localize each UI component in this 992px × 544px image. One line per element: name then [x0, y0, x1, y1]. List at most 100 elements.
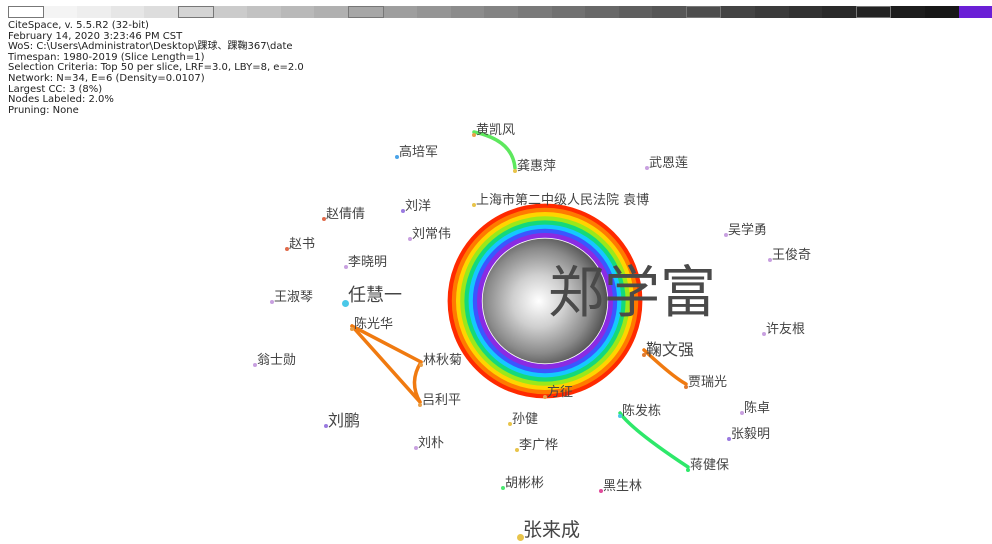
node-dot[interactable] [684, 385, 688, 390]
node-dot[interactable] [513, 169, 517, 174]
author-node-label[interactable]: 高培军 [399, 145, 439, 160]
timeline-year-cell [958, 6, 992, 18]
coauthor-edge [472, 130, 517, 170]
author-node-label[interactable]: 王淑琴 [274, 290, 314, 305]
hub-core[interactable] [482, 238, 608, 364]
author-node-label[interactable]: 贾瑞光 [688, 375, 728, 390]
timeline-year-cell [855, 6, 892, 18]
node-dot[interactable] [350, 327, 354, 332]
info-line: WoS: C:\Users\Administrator\Desktop\踝球、踝… [8, 41, 293, 53]
author-node-label[interactable]: 黄凯风 [476, 123, 516, 138]
node-dot[interactable] [740, 411, 744, 416]
node-dot[interactable] [270, 300, 274, 305]
timeline-year-cell [484, 6, 518, 18]
coauthor-edge [350, 324, 423, 364]
author-node-label[interactable]: 孙健 [512, 412, 539, 427]
node-dot[interactable] [642, 353, 646, 358]
author-node-label[interactable]: 李晓明 [348, 255, 388, 270]
timeline-year-cell [347, 6, 384, 18]
author-node-label[interactable]: 龚惠萍 [517, 159, 557, 174]
author-node-label[interactable]: 许友根 [766, 322, 806, 337]
author-node-label[interactable]: 胡彬彬 [505, 476, 545, 491]
timeline-year-cell [450, 6, 485, 18]
timeline-year-cell [247, 6, 281, 18]
author-node-label[interactable]: 吴学勇 [728, 223, 768, 238]
timeline-year-cell [721, 6, 756, 18]
timeline-year-cell [43, 6, 78, 18]
author-node-label[interactable]: 黑生林 [603, 479, 643, 494]
author-node-label[interactable]: 刘朴 [418, 436, 445, 451]
author-node-label[interactable]: 陈卓 [744, 401, 771, 416]
author-node-label[interactable]: 张毅明 [731, 427, 771, 442]
node-dot[interactable] [768, 258, 772, 263]
info-line: Selection Criteria: Top 50 per slice, LR… [8, 62, 304, 74]
author-node-label[interactable]: 陈光华 [354, 317, 394, 332]
author-node-label[interactable]: 翁士勋 [257, 353, 297, 368]
node-dot[interactable] [762, 332, 766, 337]
timeline-year-cell [517, 6, 552, 18]
node-dot[interactable] [395, 155, 399, 160]
author-node-label[interactable]: 上海市第二中级人民法院 袁博 [476, 193, 650, 208]
author-node-label[interactable]: 李广桦 [519, 438, 559, 453]
timeline-year-cell [77, 6, 111, 18]
hub-citation-ring [476, 232, 613, 369]
author-node-label[interactable]: 赵书 [289, 237, 316, 252]
node-dot[interactable] [253, 363, 257, 368]
timeline-year-cell [685, 6, 722, 18]
author-node-label[interactable]: 蒋健保 [690, 458, 730, 473]
node-dot[interactable] [686, 468, 690, 473]
author-node-label[interactable]: 张来成 [523, 519, 581, 541]
node-dot[interactable] [543, 395, 547, 400]
author-node-label[interactable]: 吕利平 [422, 393, 462, 408]
author-node-label[interactable]: 赵倩倩 [326, 207, 366, 222]
node-dot[interactable] [515, 448, 519, 453]
node-dot[interactable] [324, 424, 328, 429]
node-dot[interactable] [724, 233, 728, 238]
node-dot[interactable] [645, 166, 649, 171]
timeline-color-bar [8, 6, 992, 18]
hub-citation-ring [460, 216, 630, 386]
node-dot[interactable] [418, 403, 422, 408]
node-dot[interactable] [599, 489, 603, 494]
hub-citation-ring [464, 220, 626, 382]
timeline-year-cell [383, 6, 418, 18]
node-dot[interactable] [727, 437, 731, 442]
node-dot[interactable] [517, 534, 524, 542]
node-dot[interactable] [419, 363, 423, 368]
author-node-label[interactable]: 鞠文强 [646, 340, 695, 359]
coauthor-edge [350, 324, 422, 404]
node-dot[interactable] [472, 133, 476, 138]
author-node-label[interactable]: 任慧一 [348, 285, 402, 306]
author-node-label[interactable]: 陈发栋 [622, 404, 662, 419]
hub-citation-ring [468, 224, 622, 378]
author-node-label[interactable]: 刘常伟 [412, 227, 452, 242]
hub-label: 郑学富 [548, 261, 716, 326]
node-dot[interactable] [285, 247, 289, 252]
timeline-year-cell [213, 6, 248, 18]
node-dot[interactable] [322, 217, 326, 222]
info-line: Network: N=34, E=6 (Density=0.0107) [8, 72, 205, 84]
node-dot[interactable] [401, 209, 405, 214]
author-node-label[interactable]: 方征 [547, 385, 574, 400]
author-node-label[interactable]: 王俊奇 [772, 248, 812, 263]
author-node-label[interactable]: 林秋菊 [423, 353, 463, 368]
author-node-label[interactable]: 刘洋 [405, 199, 432, 214]
timeline-year-cell [177, 6, 214, 18]
node-dot[interactable] [414, 446, 418, 451]
hub-node[interactable]: 郑学富 [447, 203, 716, 399]
node-dot[interactable] [472, 203, 476, 208]
node-dot[interactable] [342, 299, 349, 307]
node-dot[interactable] [344, 265, 348, 270]
timeline-year-cell [755, 6, 789, 18]
info-line: Largest CC: 3 (8%) [8, 83, 103, 95]
author-node-label[interactable]: 刘鹏 [328, 411, 361, 430]
timeline-year-cell [8, 6, 44, 18]
node-dot[interactable] [408, 237, 412, 242]
node-dot[interactable] [618, 414, 622, 419]
author-node-label[interactable]: 武恩莲 [649, 156, 689, 171]
node-dot[interactable] [501, 486, 505, 491]
info-line: February 14, 2020 3:23:46 PM CST [8, 30, 183, 42]
timeline-year-cell [822, 6, 856, 18]
node-dot[interactable] [508, 422, 512, 427]
